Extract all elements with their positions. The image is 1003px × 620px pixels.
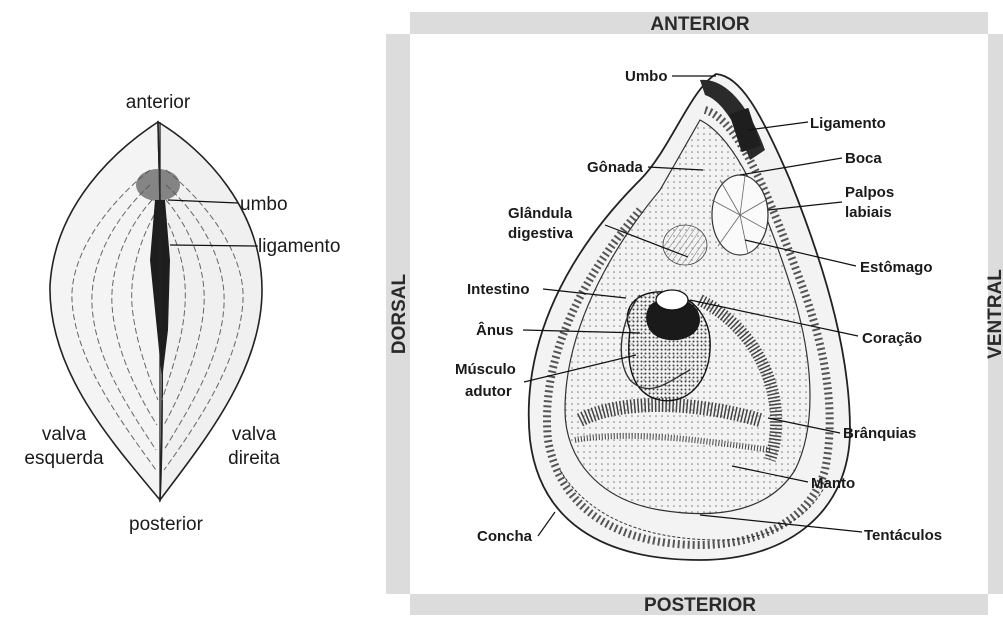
leader-concha bbox=[538, 512, 555, 536]
label-palpos-2: labiais bbox=[845, 204, 892, 221]
label-valva-direita-1: valva bbox=[232, 424, 277, 445]
label-posterior: posterior bbox=[129, 514, 204, 535]
label-gonada: Gônada bbox=[587, 159, 643, 176]
label-valva-direita-2: direita bbox=[228, 448, 280, 469]
label-concha: Concha bbox=[477, 528, 533, 545]
label-frame-anterior: ANTERIOR bbox=[650, 14, 750, 35]
oyster-interior-drawing bbox=[529, 74, 850, 560]
label-anus: Ânus bbox=[476, 321, 514, 339]
label-frame-ventral: VENTRAL bbox=[985, 269, 1003, 359]
umbo-mark bbox=[136, 169, 180, 201]
label-tentaculos: Tentáculos bbox=[864, 527, 942, 544]
label-palpos-1: Palpos bbox=[845, 184, 894, 201]
heart bbox=[656, 290, 688, 310]
label-musculo-1: Músculo bbox=[455, 361, 516, 378]
label-umbo: umbo bbox=[240, 194, 288, 215]
label-umbo-right: Umbo bbox=[625, 68, 668, 85]
label-intestino: Intestino bbox=[467, 281, 530, 298]
label-anterior: anterior bbox=[126, 92, 191, 113]
label-valva-esquerda-2: esquerda bbox=[24, 448, 104, 469]
label-musculo-2: adutor bbox=[465, 383, 512, 400]
label-valva-esquerda-1: valva bbox=[42, 424, 87, 445]
label-boca: Boca bbox=[845, 150, 882, 167]
digestive-gland bbox=[663, 225, 707, 265]
label-frame-posterior: POSTERIOR bbox=[644, 595, 756, 615]
label-frame-dorsal: DORSAL bbox=[389, 274, 410, 355]
label-ligamento: ligamento bbox=[258, 236, 340, 257]
label-coracao: Coração bbox=[862, 330, 922, 347]
label-branquias: Brânquias bbox=[843, 425, 916, 442]
label-estomago: Estômago bbox=[860, 259, 933, 276]
label-glandula-1: Glândula bbox=[508, 205, 573, 222]
label-ligamento-right: Ligamento bbox=[810, 115, 886, 132]
label-glandula-2: digestiva bbox=[508, 225, 574, 242]
label-manto: Manto bbox=[811, 475, 855, 492]
